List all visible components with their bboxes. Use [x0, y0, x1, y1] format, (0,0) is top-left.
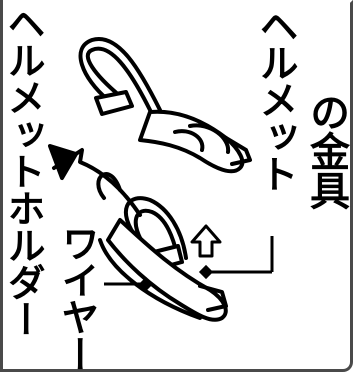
- fitting-leader-line: [198, 236, 274, 280]
- helmet-holder-label: ヘルメットホルダー: [1, 4, 45, 337]
- upper-wire-assembly: [78, 36, 252, 174]
- frame-left-edge: [0, 0, 3, 372]
- up-arrow-icon: [190, 224, 222, 258]
- helmet-label: ヘルメット: [253, 6, 298, 191]
- lower-wire-assembly: [48, 144, 228, 322]
- helmet-fitting-label: の金具: [303, 92, 349, 209]
- wire-label: ワイヤー: [55, 224, 99, 372]
- wire-leader-line: [104, 276, 154, 292]
